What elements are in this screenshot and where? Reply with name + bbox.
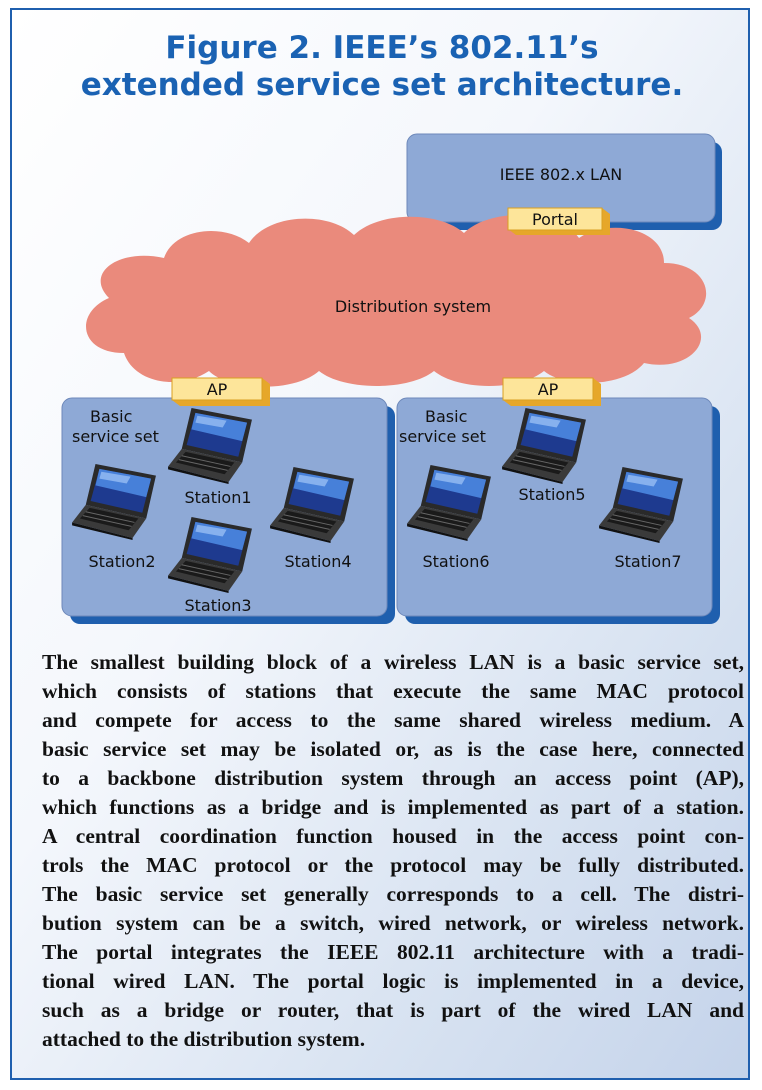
station-label: Station2 [88,552,155,571]
bss-right: Basic service set AP Station5 Station6 S… [396,377,720,624]
station-label: Station5 [518,485,585,504]
caption-line: attached to the distribution system. [42,1027,366,1051]
caption-line: basic service set may be isolated or, as… [42,737,744,761]
ap-tab-right: AP [502,377,601,406]
caption-line: which consists of stations that execute … [42,679,744,703]
figure-caption: The smallest building block of a wireles… [42,648,744,1054]
ap-tab-left: AP [171,377,270,406]
ap-label-left: AP [207,380,228,399]
ap-label-right: AP [538,380,559,399]
lan-label: IEEE 802.x LAN [500,165,623,184]
caption-line: and compete for access to the same share… [42,708,744,732]
lan-box: IEEE 802.x LAN [406,133,722,230]
caption-line: trols the MAC protocol or the protocol m… [42,853,744,877]
distribution-cloud: Distribution system [86,214,707,387]
caption-line: which functions as a bridge and is imple… [42,795,744,819]
caption-line: The basic service set generally correspo… [42,882,744,906]
portal-tab: Portal [507,207,610,235]
figure-title: Figure 2. IEEE’s 802.11’s extended servi… [12,30,748,104]
bss-left: Basic service set AP Station1 Station2 S… [61,377,395,624]
station-label: Station6 [422,552,489,571]
bss-right-title: service set [399,427,486,446]
caption-line: bution system can be a switch, wired net… [42,911,744,935]
station-label: Station4 [284,552,351,571]
caption-line: to a backbone distribution system throug… [42,766,744,790]
station-label: Station1 [184,488,251,507]
bss-left-title: Basic [90,407,132,426]
caption-line: A central coordination function housed i… [42,824,744,848]
caption-line: such as a bridge or router, that is part… [42,998,744,1022]
station-label: Station3 [184,596,251,615]
portal-label: Portal [532,210,578,229]
caption-line: The portal integrates the IEEE 802.11 ar… [42,940,744,964]
caption-line: tional wired LAN. The portal logic is im… [42,969,744,993]
station-label: Station7 [614,552,681,571]
figure-panel: Figure 2. IEEE’s 802.11’s extended servi… [10,8,750,1080]
caption-line: The smallest building block of a wireles… [42,650,744,674]
bss-right-title: Basic [425,407,467,426]
distribution-label: Distribution system [335,297,491,316]
bss-left-title: service set [72,427,159,446]
architecture-diagram: IEEE 802.x LAN Distribution system Porta… [61,133,722,624]
figure-title-line: extended service set architecture. [80,67,684,103]
figure-title-line: Figure 2. IEEE’s 802.11’s [165,30,599,66]
